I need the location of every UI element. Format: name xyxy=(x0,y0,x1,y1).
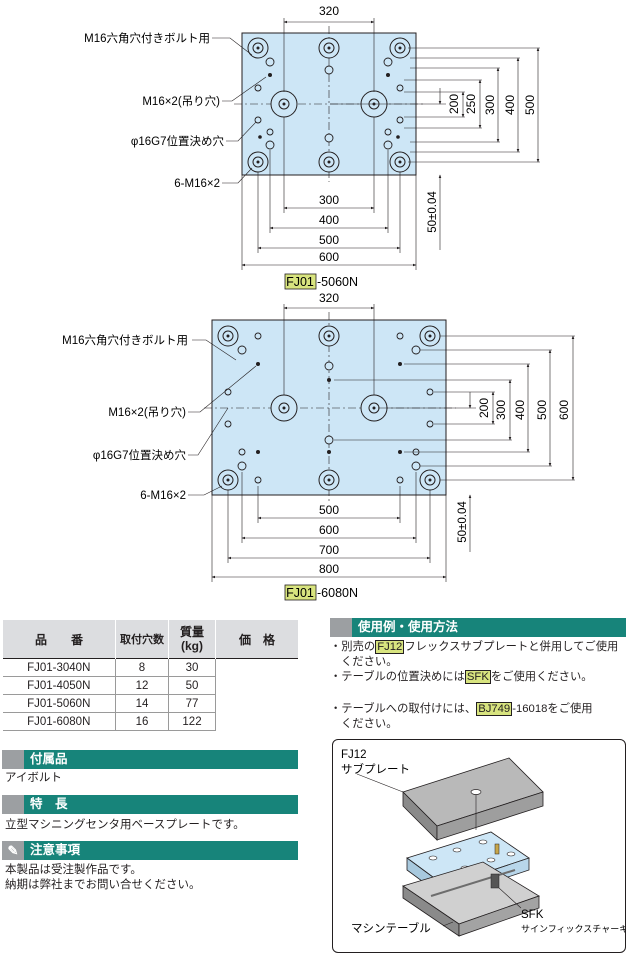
label-positioning: φ16G7位置決め穴 xyxy=(131,134,225,148)
dim-bottom-400: 400 xyxy=(319,213,339,227)
table-row: FJ01-6080N 16 122 xyxy=(2,712,298,731)
label-thread: 6-M16×2 xyxy=(140,490,186,502)
dim-right-300: 300 xyxy=(494,400,508,420)
plate-drawing-6080n: 320 M16六角穴付きボルト用 M16×2(吊り穴) φ16G7位置決め穴 6… xyxy=(62,291,575,601)
dim-bottom-600: 600 xyxy=(319,523,339,537)
cell-price xyxy=(215,712,298,731)
dim-top: 320 xyxy=(319,4,339,18)
label-bolt: M16六角穴付きボルト用 xyxy=(84,31,210,45)
section-usage-header: 使用例・使用方法 xyxy=(330,618,626,637)
dim-bottom-700: 700 xyxy=(319,543,339,557)
code-bj749: BJ749 xyxy=(476,702,513,716)
dim-right-500: 500 xyxy=(535,400,549,420)
col-header-holes: 取付穴数 xyxy=(115,620,169,659)
label-fj12: FJ12 xyxy=(341,749,367,761)
label-sub-plate: サブプレート xyxy=(341,762,410,776)
cell-part-no: FJ01-3040N xyxy=(2,658,116,677)
cell-price xyxy=(215,676,298,695)
dim-bottom-800: 800 xyxy=(319,562,339,576)
table-row: FJ01-3040N 8 30 xyxy=(2,658,298,677)
cell-holes: 16 xyxy=(115,712,169,731)
dim-right-400: 400 xyxy=(503,95,517,115)
label-bolt: M16六角穴付きボルト用 xyxy=(62,333,188,347)
code-fj12: FJ12 xyxy=(375,640,405,654)
usage-item-3: ・テーブルへの取付けには、BJ749-16018をご使用 xyxy=(330,702,593,716)
accessories-text: アイボルト xyxy=(5,772,62,784)
label-thread: 6-M16×2 xyxy=(174,178,220,190)
spec-table: 品 番 取付穴数 質量(kg) 価 格 FJ01-3040N 8 30 FJ01… xyxy=(2,620,298,731)
cell-price xyxy=(215,658,298,677)
label-sfk: SFK xyxy=(521,909,544,921)
dim-bottom-500: 500 xyxy=(319,503,339,517)
cell-mass: 77 xyxy=(168,694,216,713)
label-lifting: M16×2(吊り穴) xyxy=(108,405,186,419)
dim-top: 320 xyxy=(319,291,339,305)
cell-price xyxy=(215,694,298,713)
cell-holes: 12 xyxy=(115,676,169,695)
code-sfk: SFK xyxy=(464,670,491,684)
dim-right-250: 250 xyxy=(464,94,478,114)
label-lifting: M16×2(吊り穴) xyxy=(142,94,220,108)
caption-model: -5060N xyxy=(317,275,358,289)
table-header-row: 品 番 取付穴数 質量(kg) 価 格 xyxy=(2,620,298,659)
dim-right-300: 300 xyxy=(483,95,497,115)
label-machine-table: マシンテーブル xyxy=(351,921,431,935)
notes-line-2: 納期は弊社までお問い合せください。 xyxy=(5,879,201,891)
cell-mass: 122 xyxy=(168,712,216,731)
usage-item-1-cont: ください。 xyxy=(341,656,398,668)
dim-right-200: 200 xyxy=(447,94,461,114)
dim-bottom-500: 500 xyxy=(319,233,339,247)
dim-right-500: 500 xyxy=(523,95,537,115)
col-header-mass: 質量(kg) xyxy=(168,620,216,659)
plate-drawing-5060n: 320 M16六角穴付きボルト用 M16×2(吊り穴) φ16G7位置決め穴 6… xyxy=(84,4,540,290)
cell-holes: 14 xyxy=(115,694,169,713)
dim-tolerance: 50±0.04 xyxy=(457,501,469,543)
cell-mass: 30 xyxy=(168,658,216,677)
usage-item-3-cont: ください。 xyxy=(341,718,398,730)
cell-part-no: FJ01-5060N xyxy=(2,694,116,713)
col-header-part-no: 品 番 xyxy=(2,620,116,659)
caption-code: FJ01 xyxy=(286,275,314,289)
section-features-header: 特 長 xyxy=(2,795,298,814)
dim-bottom-300: 300 xyxy=(319,193,339,207)
usage-illustration: FJ12 サブプレート マシンテーブル SFK サインフィックスチャーキー xyxy=(332,739,630,953)
table-row: FJ01-5060N 14 77 xyxy=(2,694,298,713)
caption-model: -6080N xyxy=(317,586,358,600)
label-positioning: φ16G7位置決め穴 xyxy=(93,448,187,462)
cell-holes: 8 xyxy=(115,658,169,677)
col-header-price: 価 格 xyxy=(215,620,298,659)
caption-code: FJ01 xyxy=(286,586,314,600)
table-row: FJ01-4050N 12 50 xyxy=(2,676,298,695)
dim-tolerance: 50±0.04 xyxy=(427,191,439,233)
dim-right-200: 200 xyxy=(477,398,491,418)
dim-right-600: 600 xyxy=(557,400,571,420)
section-notes-header: ✎ 注意事項 xyxy=(2,841,298,860)
dim-right-400: 400 xyxy=(513,400,527,420)
dim-bottom-600: 600 xyxy=(319,250,339,264)
pencil-icon: ✎ xyxy=(2,841,24,860)
notes-line-1: 本製品は受注製作品です。 xyxy=(5,864,142,876)
section-accessories-header: 付属品 xyxy=(2,750,298,769)
cell-mass: 50 xyxy=(168,676,216,695)
label-sfk-desc: サインフィックスチャーキー xyxy=(521,924,625,934)
cell-part-no: FJ01-6080N xyxy=(2,712,116,731)
cell-part-no: FJ01-4050N xyxy=(2,676,116,695)
features-text: 立型マシニングセンタ用ベースプレートです。 xyxy=(5,819,245,831)
assembly-diagram: FJ12 サブプレート マシンテーブル SFK サインフィックスチャーキー xyxy=(341,749,630,937)
